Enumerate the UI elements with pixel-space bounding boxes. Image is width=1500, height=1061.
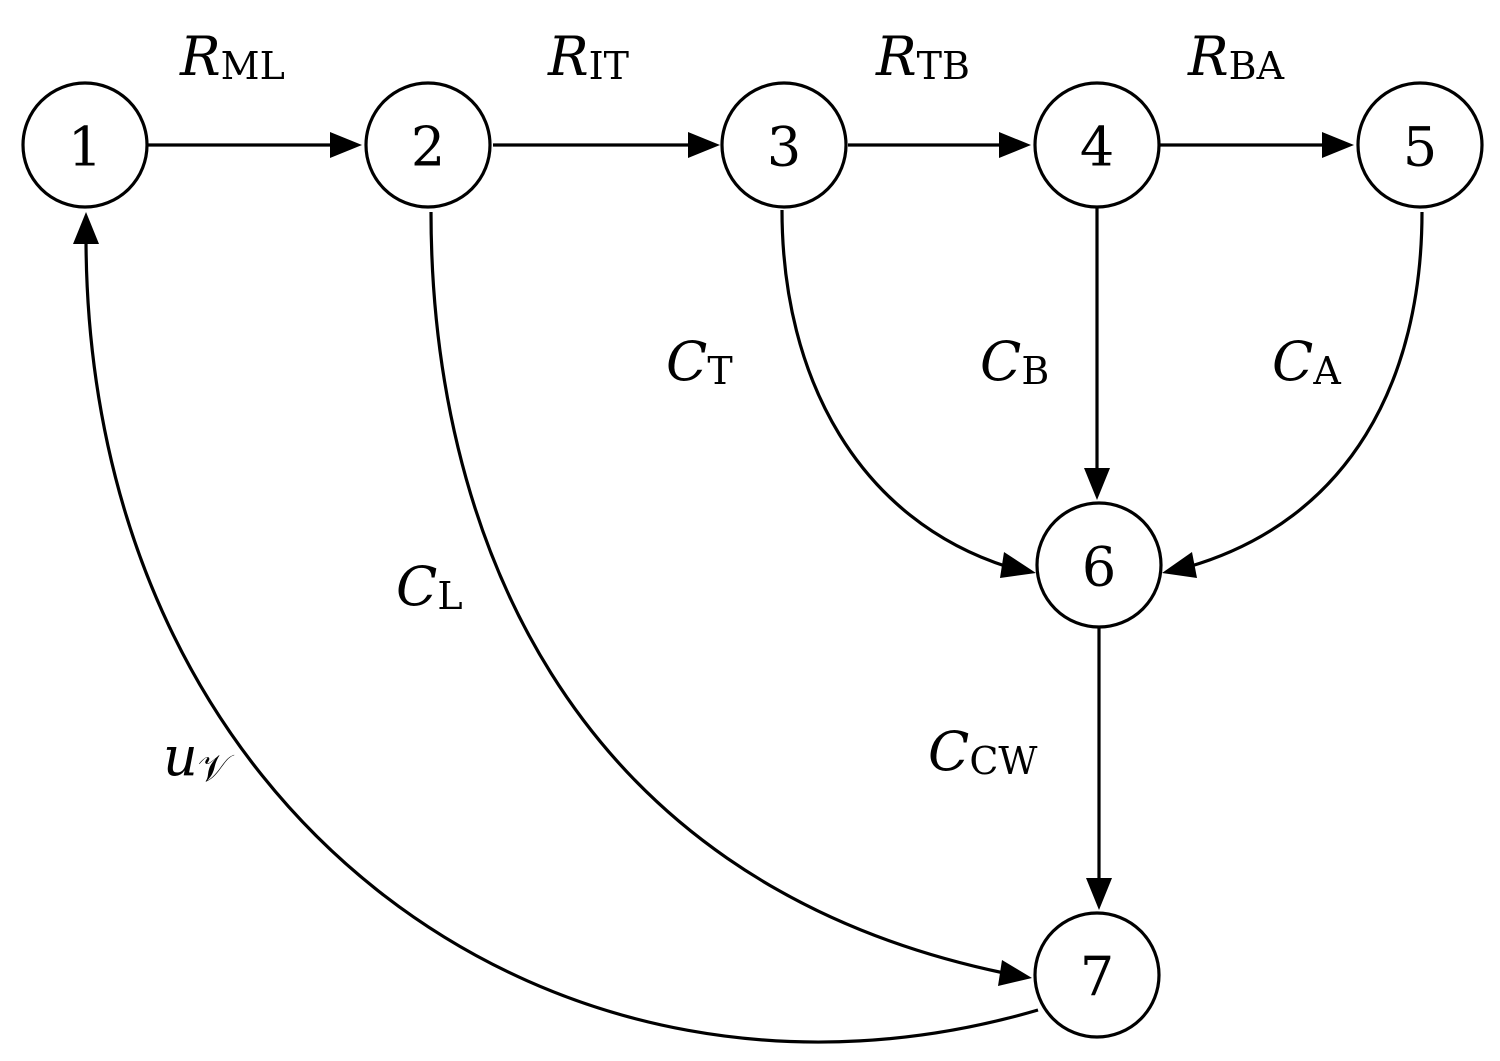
edge-2-7 [429, 211, 1005, 975]
node-5-label: 5 [1403, 116, 1437, 179]
edge-6-7-arrowhead [1086, 878, 1112, 910]
label-edge-3-4: RTB [875, 25, 970, 88]
label-edge-2-7: CL [396, 555, 463, 618]
node-3-label: 3 [767, 116, 801, 179]
edge-4-6-arrowhead [1084, 468, 1110, 500]
label-edge-5-6: CA [1272, 330, 1341, 393]
nodes: 1 2 3 4 5 6 7 [21, 81, 1484, 1039]
node-1-label: 1 [68, 116, 102, 179]
edge-labels: RML RIT RTB RBA CT CB CA CCW CL u𝒱 [163, 25, 1341, 790]
label-edge-2-3: RIT [547, 25, 629, 88]
node-5: 5 [1356, 81, 1484, 209]
node-3: 3 [720, 81, 848, 209]
edge-7-1 [84, 239, 1039, 1044]
node-4: 4 [1033, 81, 1161, 209]
edges [73, 132, 1424, 1044]
edge-5-6-arrowhead [1162, 552, 1197, 578]
edge-3-6-arrowhead [1000, 552, 1036, 578]
node-7: 7 [1033, 911, 1161, 1039]
node-4-label: 4 [1080, 116, 1114, 179]
label-edge-4-5: RBA [1187, 25, 1285, 88]
edge-5-6 [1187, 211, 1424, 569]
edge-3-4-arrowhead [999, 132, 1031, 158]
node-2: 2 [364, 81, 492, 209]
edge-1-2-arrowhead [330, 132, 362, 158]
label-edge-7-1: u𝒱 [163, 725, 235, 790]
node-1: 1 [21, 81, 149, 209]
node-2-label: 2 [411, 116, 445, 179]
node-7-label: 7 [1080, 946, 1114, 1009]
label-edge-1-2: RML [179, 25, 285, 88]
edge-4-5-arrowhead [1322, 132, 1354, 158]
edge-2-3-arrowhead [688, 132, 720, 158]
label-edge-4-6: CB [980, 330, 1049, 393]
edge-3-6 [780, 209, 1009, 569]
label-edge-6-7: CCW [928, 720, 1037, 783]
edge-2-7-arrowhead [998, 960, 1032, 986]
label-edge-3-6: CT [666, 330, 733, 393]
node-6: 6 [1035, 501, 1163, 629]
node-6-label: 6 [1082, 536, 1116, 599]
edge-7-1-arrowhead [73, 212, 99, 244]
